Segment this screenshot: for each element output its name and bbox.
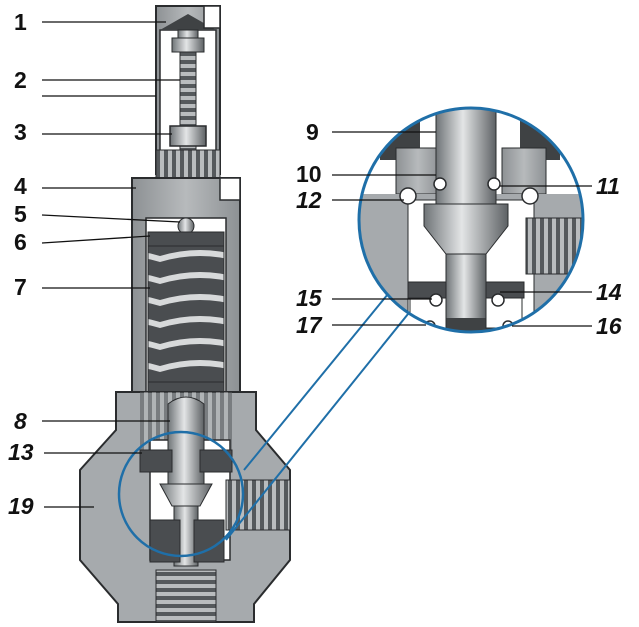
callout-3: 3: [14, 119, 27, 145]
callout-4: 4: [14, 173, 27, 199]
lower-seat-right: [193, 519, 225, 563]
lock-nut: [169, 125, 207, 147]
seat-ring-left: [139, 449, 173, 473]
detail-connector-upper: [243, 293, 389, 471]
callout-7: 7: [14, 274, 27, 300]
callout-14: 14: [596, 279, 622, 305]
detail-ring: [357, 106, 585, 334]
cap-thread: [155, 149, 221, 179]
callout-labels: 1 2 3 4 5 6 7 8 13 19 9 10 11 12 15 14: [8, 9, 622, 519]
callout-1: 1: [14, 9, 27, 35]
spring: [147, 245, 225, 383]
valve-assembly: [79, 5, 291, 623]
callout-8: 8: [14, 408, 27, 434]
callout-15: 15: [296, 285, 323, 311]
callout-17: 17: [296, 312, 323, 338]
callout-13: 13: [8, 439, 34, 465]
callout-10: 10: [296, 161, 322, 187]
detail-connector-lower: [225, 313, 409, 541]
callout-16: 16: [596, 313, 622, 339]
callout-9: 9: [306, 119, 319, 145]
spring-plate: [147, 231, 225, 247]
callout-2: 2: [14, 67, 27, 93]
callout-12: 12: [296, 187, 322, 213]
callout-5: 5: [14, 201, 27, 227]
callout-6: 6: [14, 229, 27, 255]
seat-ring-right: [199, 449, 233, 473]
detail-view: [357, 106, 585, 334]
detail-marker-ring: [117, 430, 245, 558]
callout-11: 11: [596, 173, 620, 199]
callout-19: 19: [8, 493, 34, 519]
